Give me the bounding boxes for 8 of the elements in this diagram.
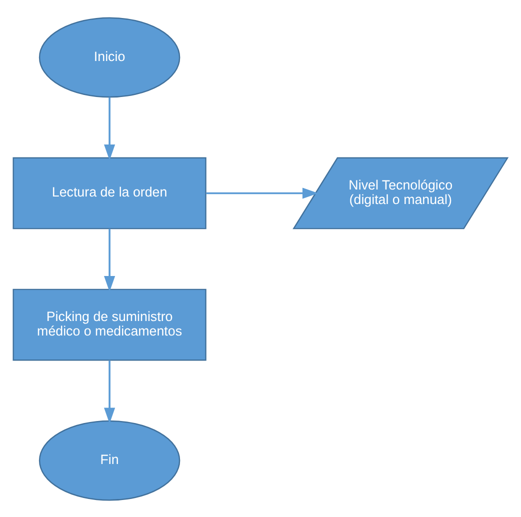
arrow xyxy=(206,187,318,198)
arrow xyxy=(104,96,116,160)
node-ellipse: Fin xyxy=(38,420,180,500)
arrow xyxy=(104,360,116,424)
arrow xyxy=(104,228,116,292)
node-ellipse: Inicio xyxy=(38,16,180,98)
node-box: Picking de suministro médico o medicamentos xyxy=(12,288,206,360)
node-box: Lectura de la orden xyxy=(12,156,206,229)
